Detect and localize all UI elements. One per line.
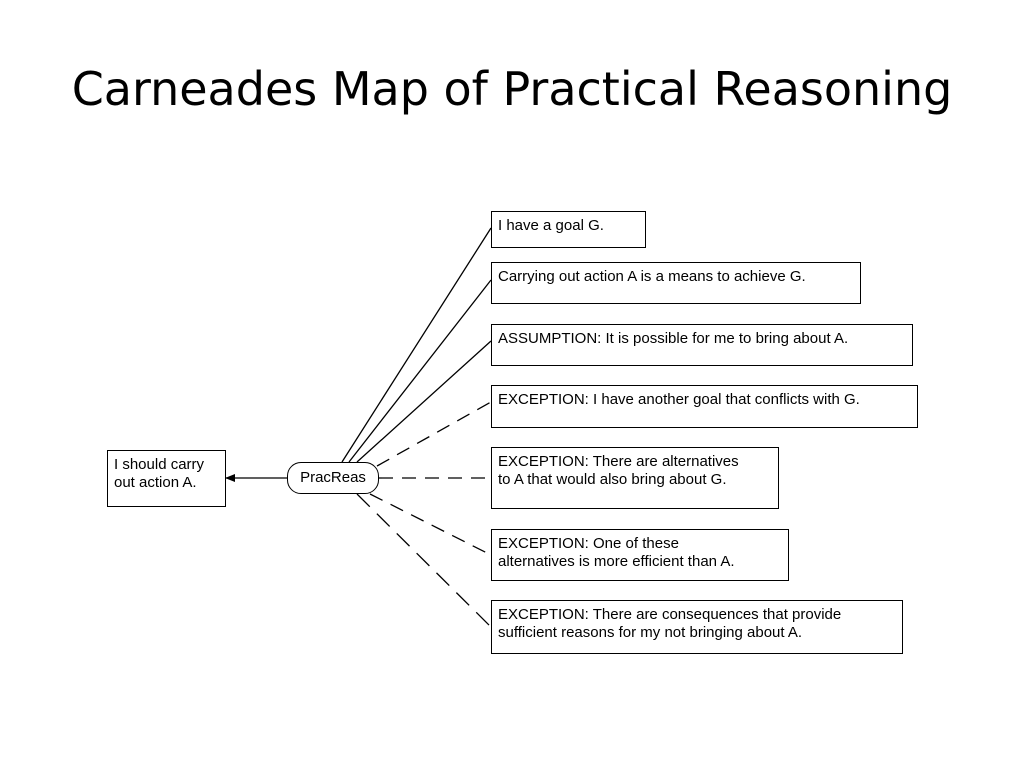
exception-node-alternatives: EXCEPTION: There are alternatives to A t… bbox=[491, 447, 779, 509]
exception-node-conflicting-goal: EXCEPTION: I have another goal that conf… bbox=[491, 385, 918, 428]
scheme-node-pracreas: PracReas bbox=[287, 462, 379, 494]
premise-connector-2 bbox=[348, 279, 492, 463]
premise-connector-1 bbox=[341, 227, 492, 463]
conclusion-node: I should carry out action A. bbox=[107, 450, 226, 507]
exception-connector-1 bbox=[376, 401, 492, 467]
assumption-connector bbox=[356, 340, 492, 463]
assumption-node-possible: ASSUMPTION: It is possible for me to bri… bbox=[491, 324, 913, 366]
premise-node-goal: I have a goal G. bbox=[491, 211, 646, 248]
slide-title: Carneades Map of Practical Reasoning bbox=[71, 62, 953, 116]
exception-connector-4 bbox=[356, 493, 492, 628]
premise-node-means: Carrying out action A is a means to achi… bbox=[491, 262, 861, 304]
exception-node-more-efficient: EXCEPTION: One of these alternatives is … bbox=[491, 529, 789, 581]
exception-node-consequences: EXCEPTION: There are consequences that p… bbox=[491, 600, 903, 654]
